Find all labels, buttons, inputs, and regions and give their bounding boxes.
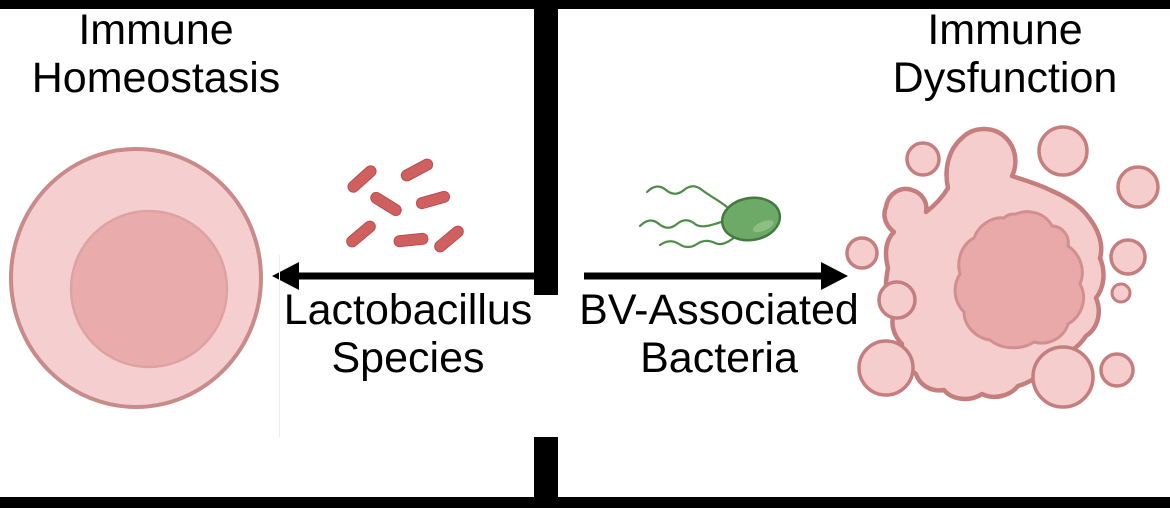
- lactobacillus-rods-icon: [346, 158, 464, 253]
- right-arrow-head: [821, 262, 848, 290]
- flagellum: [638, 219, 726, 229]
- membrane-bleb: [877, 280, 917, 320]
- rod-bacterium: [400, 158, 434, 182]
- left-arrow-label-line2: Species: [331, 334, 485, 382]
- membrane-bleb: [905, 141, 941, 177]
- top-border: [0, 0, 1170, 9]
- membrane-bleb: [845, 236, 879, 270]
- right-arrow: [584, 262, 848, 290]
- healthy-cell-nucleus: [69, 209, 229, 369]
- membrane-bleb: [1116, 165, 1160, 209]
- left-arrow-label-line1: Lactobacillus: [283, 286, 533, 334]
- membrane-bleb: [1109, 238, 1147, 276]
- rod-bacterium: [370, 191, 402, 217]
- bv-bacterium-body: [720, 196, 782, 242]
- bv-bacterium-icon: [638, 185, 782, 249]
- left-arrow-head: [272, 262, 299, 290]
- rod-bacterium: [434, 225, 464, 253]
- rod-bacterium: [347, 165, 377, 193]
- membrane-bleb: [1110, 282, 1132, 304]
- dysfunctional-cell-illustration: [845, 125, 1160, 409]
- right-panel-title: Immune Dysfunction: [865, 6, 1145, 102]
- rod-bacterium: [393, 232, 429, 248]
- right-panel-title-line1: Immune: [927, 6, 1083, 54]
- membrane-bleb: [1031, 345, 1095, 409]
- right-arrow-label-line1: BV-Associated: [579, 286, 859, 334]
- flagellum: [645, 185, 729, 209]
- rod-bacterium: [346, 220, 376, 248]
- left-panel-title-line2: Homeostasis: [31, 54, 281, 102]
- flagellum: [658, 234, 738, 249]
- panel-divider-bottom: [534, 437, 558, 508]
- right-panel-title-line2: Dysfunction: [892, 54, 1118, 102]
- right-arrow-label: BV-Associated Bacteria: [579, 286, 859, 382]
- bv-bacterium-highlight: [752, 220, 774, 233]
- membrane-bleb: [857, 339, 915, 397]
- right-arrow-label-line2: Bacteria: [640, 334, 798, 382]
- healthy-cell-illustration: [9, 147, 263, 409]
- left-arrow-label: Lactobacillus Species: [268, 286, 548, 382]
- membrane-bleb: [1037, 125, 1089, 177]
- bottom-border: [0, 497, 1170, 508]
- rod-bacterium: [415, 190, 451, 210]
- panel-divider-top: [534, 0, 558, 295]
- textbox-edge-artifact: [279, 255, 280, 438]
- left-arrow: [272, 262, 536, 290]
- membrane-bleb: [1099, 352, 1135, 388]
- left-panel-title-line1: Immune: [78, 6, 234, 54]
- left-panel-title: Immune Homeostasis: [16, 6, 296, 102]
- dysfunctional-cell-nucleus: [953, 210, 1085, 350]
